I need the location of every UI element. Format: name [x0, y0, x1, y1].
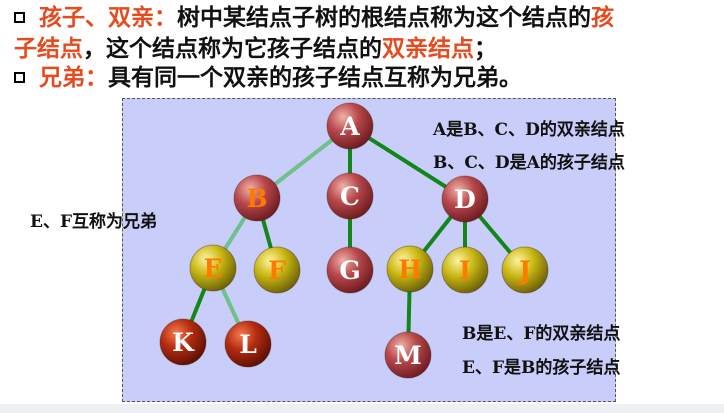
- node-label-H: H: [398, 255, 422, 284]
- tree-node-J: J: [501, 246, 549, 294]
- tree-node-E: E: [189, 244, 237, 292]
- tree-node-B: B: [233, 174, 281, 222]
- tree-node-G: G: [326, 246, 374, 294]
- term-children-parents: 孩子、双亲：: [39, 4, 177, 31]
- node-label-F: F: [268, 256, 286, 285]
- note-parent-of-bcd: A是B、C、D的双亲结点: [433, 120, 625, 140]
- term-siblings: 兄弟：: [39, 64, 108, 91]
- node-circle-B: [233, 174, 281, 222]
- tree-node-A: A: [326, 102, 374, 150]
- node-circle-M: [384, 331, 432, 379]
- node-circle-E: [189, 244, 237, 292]
- definition-children-parents: 孩子、双亲：树中某结点子树的根结点称为这个结点的孩: [14, 3, 614, 33]
- definition-continued: 子结点，这个结点称为它孩子结点的双亲结点；: [14, 34, 497, 64]
- note-children-of-b: E、F是B的孩子结点: [462, 358, 621, 378]
- node-circle-H: [386, 245, 434, 293]
- node-circle-L: [224, 320, 272, 368]
- tree-node-L: L: [224, 320, 272, 368]
- node-label-M: M: [394, 341, 422, 370]
- note-parent-of-ef: B是E、F的双亲结点: [462, 324, 621, 344]
- tree-node-K: K: [159, 318, 207, 366]
- node-circle-D: [441, 175, 489, 223]
- definition-punct: ；: [474, 35, 497, 62]
- term-child-node-part1: 孩: [591, 4, 614, 31]
- tree-node-F: F: [253, 246, 301, 294]
- note-children-of-a: B、C、D是A的孩子结点: [433, 153, 625, 173]
- node-circle-G: [326, 246, 374, 294]
- node-circle-C: [326, 172, 374, 220]
- term-child-node-part2: 子结点: [14, 35, 83, 62]
- node-label-J: J: [517, 256, 531, 285]
- tree-node-C: C: [326, 172, 374, 220]
- node-circle-I: [441, 246, 489, 294]
- node-label-B: B: [246, 184, 267, 213]
- node-label-D: D: [454, 185, 476, 214]
- bottom-strip: [0, 404, 724, 413]
- definition-text-3: 具有同一个双亲的孩子结点互称为兄弟。: [108, 64, 522, 91]
- tree-node-M: M: [384, 331, 432, 379]
- node-label-L: L: [239, 330, 257, 359]
- node-circle-K: [159, 318, 207, 366]
- definition-siblings: 兄弟：具有同一个双亲的孩子结点互称为兄弟。: [14, 63, 522, 93]
- node-label-G: G: [339, 256, 360, 285]
- node-label-E: E: [203, 254, 222, 283]
- square-bullet-icon: [14, 72, 25, 83]
- tree-node-I: I: [441, 246, 489, 294]
- note-siblings-ef: E、F互称为兄弟: [30, 212, 158, 232]
- tree-node-D: D: [441, 175, 489, 223]
- definition-text-2: ，这个结点称为它孩子结点的: [83, 35, 382, 62]
- node-label-I: I: [459, 256, 471, 285]
- tree-node-H: H: [386, 245, 434, 293]
- node-label-K: K: [172, 328, 195, 357]
- node-label-A: A: [339, 112, 360, 141]
- node-circle-A: [326, 102, 374, 150]
- square-bullet-icon: [14, 12, 25, 23]
- node-circle-J: [501, 246, 549, 294]
- term-parent-node: 双亲结点: [382, 35, 474, 62]
- definition-text-1: 树中某结点子树的根结点称为这个结点的: [177, 4, 591, 31]
- node-circle-F: [253, 246, 301, 294]
- node-label-C: C: [340, 182, 360, 211]
